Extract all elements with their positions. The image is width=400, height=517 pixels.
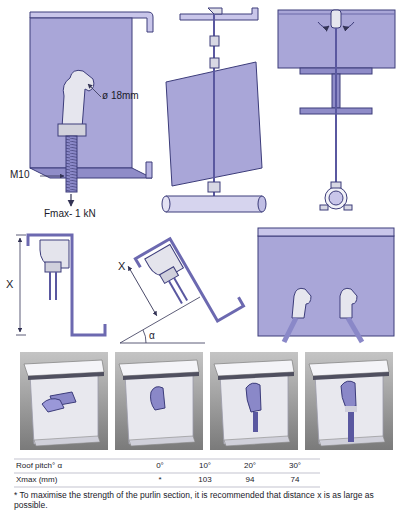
installation-photos: [305, 352, 393, 450]
dimension-label: ø 18mm: [102, 90, 139, 102]
angle-label: α: [149, 330, 155, 342]
beam-hanger: [335, 28, 337, 186]
installation-photos: [345, 406, 357, 412]
purlin-section: [28, 235, 105, 335]
installation-photos: [253, 412, 258, 432]
installation-photos: [305, 352, 393, 450]
installation-photos: [246, 383, 261, 412]
purlin-hanger: [162, 8, 266, 212]
beam-hanger: [331, 10, 341, 28]
table-cell: 74: [291, 475, 300, 485]
purlin-hanger: [180, 8, 258, 20]
bolt-size: M10: [10, 169, 29, 181]
purlin-clip-detail: [40, 176, 64, 177]
pitched-purlin: [169, 281, 182, 304]
purlin-section: [16, 235, 26, 236]
purlin-face-clips: [258, 228, 394, 342]
installation-photos: [115, 352, 203, 450]
beam-hanger: [329, 191, 343, 205]
beam-hanger: [343, 22, 354, 27]
pitched-purlin: [143, 330, 146, 343]
purlin-clip-detail: [146, 162, 152, 178]
installation-photos: [115, 352, 203, 450]
purlin-clip-detail: [30, 12, 153, 206]
pitched-purlin: [120, 297, 200, 343]
beam-hanger: [320, 205, 328, 210]
purlin-hanger: [208, 182, 220, 192]
purlin-face-clips: [258, 228, 394, 236]
purlin-clip-detail: [70, 194, 71, 206]
purlin-section: [45, 262, 61, 272]
purlin-section: [16, 235, 105, 335]
purlin-clip-detail: [58, 124, 86, 136]
beam-hanger: [278, 10, 395, 210]
table-cell: 10°: [199, 461, 211, 471]
installation-photos: [20, 352, 108, 450]
table-cell: *: [158, 475, 161, 485]
dimension-label: X: [6, 278, 13, 291]
table-cell: 20°: [244, 461, 256, 471]
beam-hanger: [344, 205, 352, 210]
purlin-clip-detail: [88, 84, 101, 97]
purlin-face-clips: [258, 236, 394, 336]
purlin-face-clips: [292, 288, 311, 318]
pitched-purlin: [135, 224, 243, 341]
purlin-section: [49, 272, 51, 300]
purlin-face-clips: [348, 318, 362, 342]
purlin-section: [16, 335, 26, 336]
installation-photos: [210, 352, 298, 450]
purlin-hanger: [208, 8, 222, 14]
table-cell: 103: [198, 475, 211, 485]
purlin-face-clips: [340, 288, 357, 318]
dimension-label: X: [118, 260, 125, 273]
table-header: Roof pitch° α: [16, 461, 62, 471]
pitched-purlin: [127, 224, 244, 346]
installation-photos: [348, 412, 354, 442]
pitched-purlin: [128, 266, 157, 315]
purlin-clip-detail: [30, 168, 152, 178]
pitched-purlin: [120, 224, 243, 346]
table-cell: 94: [246, 475, 255, 485]
purlin-face-clips: [284, 318, 296, 342]
purlin-section: [20, 238, 21, 332]
purlin-hanger: [210, 36, 219, 46]
purlin-hanger: [166, 196, 262, 212]
pitched-purlin: [174, 278, 187, 301]
installation-photos: [151, 387, 166, 410]
footnote: * To maximise the strength of the purlin…: [14, 490, 384, 510]
table-rules: [14, 459, 320, 487]
purlin-hanger: [210, 58, 219, 68]
table-rules: [14, 459, 320, 460]
installation-photos: [20, 352, 108, 450]
installation-photos: [341, 381, 356, 408]
load-label: Fmax- 1 kN: [44, 208, 96, 220]
table-header: Xmax (mm): [16, 475, 57, 485]
pitched-purlin: [120, 343, 205, 344]
pitched-purlin: [145, 245, 184, 283]
table-cell: 30°: [289, 461, 301, 471]
installation-photos: [20, 352, 393, 450]
purlin-clip-detail: [66, 136, 77, 192]
table-rules: [14, 473, 320, 474]
purlin-section: [55, 272, 57, 300]
beam-hanger: [331, 182, 341, 188]
purlin-clip-detail: [62, 70, 94, 128]
installation-photos: [210, 352, 298, 450]
purlin-hanger: [162, 196, 170, 212]
table-cell: 0°: [156, 461, 164, 471]
table-rules: [14, 487, 320, 488]
beam-hanger: [318, 22, 329, 27]
installation-photos: [42, 399, 64, 412]
purlin-hanger: [258, 196, 266, 212]
